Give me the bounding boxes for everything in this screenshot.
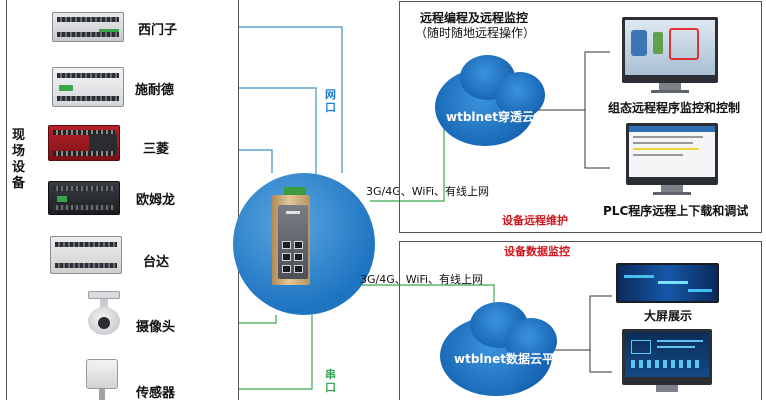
- data-cloud-puff-2: [505, 318, 557, 364]
- device-label-schneider: 施耐德: [135, 83, 175, 98]
- data-monitoring-caption: 设备数据监控: [504, 245, 570, 258]
- penetration-cloud-puff-2: [495, 72, 545, 118]
- plc-programming-monitor-image: [626, 123, 718, 195]
- remote-maintenance-caption: 设备远程维护: [502, 214, 568, 227]
- siemens-plc-image: [52, 12, 124, 42]
- device-label-camera: 摄像头: [136, 320, 176, 335]
- network-port-label: 网口: [325, 88, 336, 114]
- line-data-items: [540, 295, 612, 373]
- remote-maintenance-panel: [399, 1, 762, 233]
- field-devices-panel: [6, 0, 239, 400]
- mitsubishi-plc-image: [48, 125, 120, 161]
- delta-plc-image: [50, 236, 122, 274]
- remote-title-line2: （随时随地远程操作）: [415, 26, 536, 40]
- gateway-terminal: [284, 187, 306, 197]
- line-lower-link: [360, 284, 495, 310]
- field-devices-title: 现场设备: [12, 128, 26, 191]
- remote-title-line1: 远程编程及远程监控: [420, 11, 529, 25]
- omron-plc-image: [48, 181, 120, 215]
- device-label-sensor: 传感器: [136, 386, 176, 400]
- line-siemens: [195, 26, 343, 173]
- remote-item-scada: 组态远程程序监控和控制: [608, 101, 741, 115]
- data-cloud-label: wtblnet数据云平台: [454, 352, 566, 366]
- line-upper-link: [370, 125, 445, 202]
- big-screen-display-image: [616, 263, 719, 303]
- upper-link-label: 3G/4G、WiFi、有线上网: [366, 185, 490, 198]
- schneider-plc-image: [52, 67, 124, 107]
- penetration-cloud-label: wtblnet穿透云: [446, 110, 534, 124]
- camera-image: [84, 291, 124, 339]
- device-label-mitsubishi: 三菱: [143, 142, 170, 157]
- serial-port-label: 串口: [325, 368, 336, 394]
- gateway-router-face: [278, 205, 308, 279]
- device-label-delta: 台达: [143, 255, 170, 270]
- line-remote-items: [530, 51, 610, 169]
- sensor-image: [86, 359, 118, 400]
- remote-item-plc: PLC程序远程上下载和调试: [603, 204, 749, 218]
- data-item-big-screen: 大屏展示: [644, 309, 693, 323]
- dashboard-monitor-image: [622, 329, 712, 392]
- device-label-siemens: 西门子: [138, 23, 178, 38]
- data-monitoring-panel: [399, 241, 762, 400]
- device-label-omron: 欧姆龙: [136, 193, 176, 208]
- lower-link-label: 3G/4G、WiFi、有线上网: [360, 273, 484, 286]
- scada-monitor-image: [622, 17, 718, 93]
